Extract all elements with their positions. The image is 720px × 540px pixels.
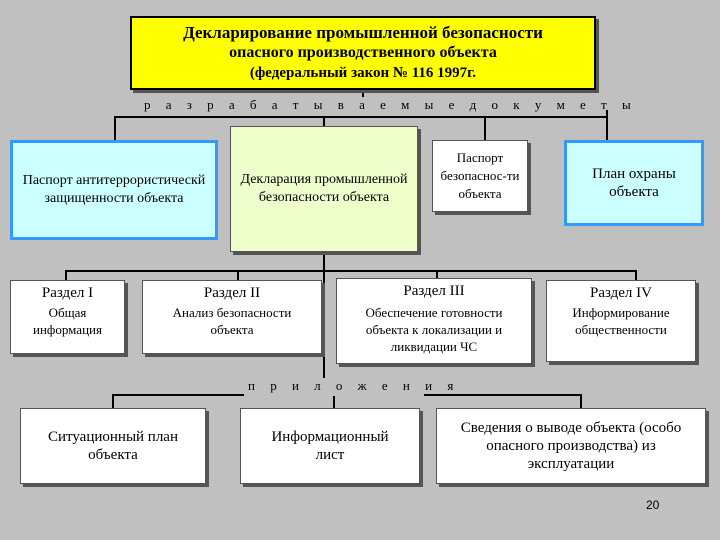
- doc-safety-passport: Паспорт безопаснос-ти объекта: [432, 140, 528, 212]
- connector-doc4: [606, 110, 608, 140]
- section-2-subtitle: Анализ безопасности объекта: [172, 305, 292, 337]
- section-1: Раздел I Общая информация: [10, 280, 125, 354]
- connector-app2: [333, 394, 335, 408]
- section-4-title: Раздел IV: [589, 285, 652, 301]
- connector-sections-horizontal: [65, 270, 637, 272]
- section-1-subtitle: Общая информация: [33, 305, 102, 337]
- section-3-title: Раздел III: [403, 283, 465, 299]
- appendix-decommission-info: Сведения о выводе объекта (особо опасног…: [436, 408, 706, 484]
- title-line-3: (федеральный закон № 116 1997г.: [249, 65, 477, 81]
- connector-app3: [580, 394, 582, 408]
- section-1-title: Раздел I: [41, 285, 94, 301]
- connector-doc3: [484, 116, 486, 140]
- connector-app1: [112, 394, 114, 408]
- connector-doc1: [114, 116, 116, 140]
- title-line-2: опасного производственного объекта: [229, 44, 497, 61]
- title-line-1: Декларирование промышленной безопасности: [183, 23, 543, 42]
- section-3: Раздел III Обеспечение готовности объект…: [336, 278, 532, 364]
- connector-docs-horizontal: [114, 116, 608, 118]
- connector-sec2: [237, 270, 239, 280]
- connector-sec3: [436, 270, 438, 278]
- connector-sec4: [635, 270, 637, 280]
- developed-documents-label: р а з р а б а т ы в а е м ы е д о к у м …: [140, 97, 631, 115]
- doc-industrial-safety-declaration: Декларация промышленной безопасности объ…: [230, 126, 418, 252]
- connector-declaration-down: [323, 252, 325, 380]
- section-2-title: Раздел II: [203, 285, 261, 301]
- section-4: Раздел IV Информирование общественности: [546, 280, 696, 362]
- section-2: Раздел II Анализ безопасности объекта: [142, 280, 322, 354]
- section-4-subtitle: Информирование общественности: [572, 305, 670, 337]
- doc-antiterror-passport: Паспорт антитеррористическй защищенности…: [10, 140, 218, 240]
- connector-doc2: [323, 116, 325, 126]
- section-3-subtitle: Обеспечение готовности объекта к локализ…: [365, 305, 503, 354]
- page-number: 20: [646, 498, 660, 512]
- connector-sec1: [65, 270, 67, 280]
- appendix-info-sheet: Информационный лист: [240, 408, 420, 484]
- appendix-situation-plan: Ситуационный план объекта: [20, 408, 206, 484]
- appendices-label: п р и л о ж е н и я: [244, 378, 453, 396]
- diagram-title-box: Декларирование промышленной безопасности…: [130, 16, 596, 90]
- doc-security-plan: План охраны объекта: [564, 140, 704, 226]
